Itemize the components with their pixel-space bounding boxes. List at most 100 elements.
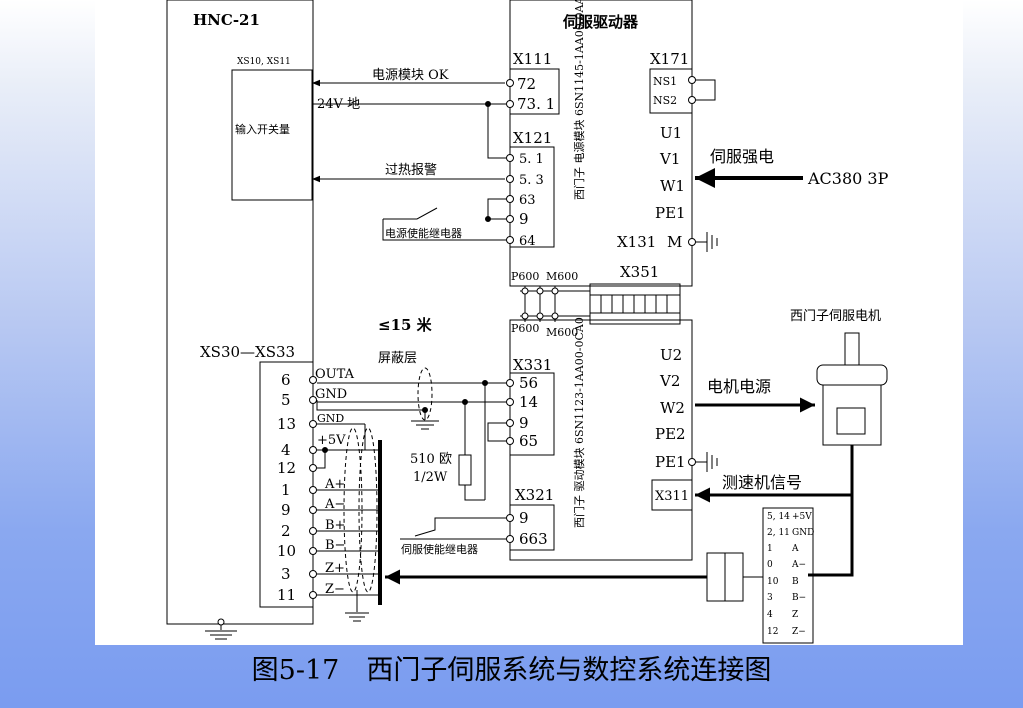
svg-text:4: 4 [281, 441, 291, 459]
cnc-title: HNC-21 [193, 11, 260, 29]
encoder-bundle [317, 423, 382, 622]
svg-text:3: 3 [281, 565, 291, 583]
svg-text:W2: W2 [660, 399, 685, 417]
cnc-pin-numbers: 6 5 13 4 12 1 9 2 10 3 11 [277, 371, 296, 604]
x111-pin-72: 72 [517, 75, 536, 93]
svg-text:56: 56 [519, 374, 538, 392]
x331-pins: 56 14 9 65 [519, 374, 538, 450]
encoder-cable [385, 445, 854, 602]
svg-text:9: 9 [519, 414, 529, 432]
psu-module-label: 西门子 电源模块 6SN1145-1AA00-0AA0 [572, 0, 586, 200]
svg-text:5. 3: 5. 3 [519, 173, 544, 188]
svg-text:B: B [792, 577, 799, 587]
svg-text:5. 1: 5. 1 [519, 152, 544, 167]
cnc-ground-symbol [205, 618, 237, 640]
svg-text:GND: GND [315, 387, 347, 402]
svg-text:2, 11: 2, 11 [767, 528, 790, 538]
svg-text:B−: B− [792, 593, 806, 603]
svg-text:9: 9 [281, 501, 291, 519]
bus-p600-bottom: P600 [511, 322, 539, 335]
svg-text:A−: A− [324, 497, 345, 512]
svg-text:11: 11 [277, 586, 296, 604]
cnc-signal-labels: OUTA GND GND +5V A+ A− B+ B− Z+ Z− [315, 367, 355, 597]
x331-label: X331 [513, 356, 552, 374]
svg-text:1: 1 [767, 544, 773, 554]
svg-text:GND: GND [792, 528, 814, 538]
x111-block [509, 68, 560, 115]
psu-power-terms: U1 V1 W1 PE1 [655, 124, 686, 222]
dc-bus-link [520, 283, 681, 325]
x311-block [651, 479, 693, 511]
svg-text:10: 10 [277, 542, 296, 560]
svg-text:U2: U2 [660, 346, 682, 364]
svg-text:13: 13 [277, 415, 296, 433]
svg-text:B+: B+ [325, 518, 345, 533]
svg-text:+5V: +5V [317, 433, 346, 448]
svg-text:5, 14: 5, 14 [767, 512, 790, 522]
x321-pin-9: 9 [519, 509, 529, 527]
svg-text:A: A [791, 544, 799, 554]
x111-label: X111 [513, 50, 552, 68]
svg-text:U1: U1 [660, 124, 682, 142]
cnc-port-xs30: XS30—XS33 [200, 343, 295, 361]
gnd-24v-label: 24V 地 [317, 97, 360, 112]
svg-text:6: 6 [281, 371, 291, 389]
svg-text:OUTA: OUTA [315, 367, 355, 382]
x321-label: X321 [515, 486, 554, 504]
svg-text:A+: A+ [324, 477, 345, 492]
servo-relay-label: 伺服使能继电器 [401, 542, 478, 556]
x131-ground-symbol [695, 232, 718, 252]
x171-label: X171 [650, 50, 689, 68]
drive-module-label: 西门子 驱动模块 6SN1123-1AA00-0CA0 [572, 317, 586, 528]
bus-p600-top: P600 [511, 270, 539, 283]
pe1-ground-symbol [695, 452, 718, 472]
svg-text:3: 3 [767, 593, 773, 603]
svg-text:12: 12 [277, 459, 296, 477]
svg-text:W1: W1 [660, 177, 685, 195]
svg-text:V2: V2 [659, 372, 680, 390]
cnc-port-xs10: XS10, XS11 [237, 57, 291, 67]
svg-text:Z+: Z+ [325, 561, 345, 576]
svg-text:1: 1 [281, 481, 291, 499]
svg-text:Z: Z [792, 610, 798, 620]
svg-text:V1: V1 [659, 150, 680, 168]
shield-label: 屏蔽层 [378, 351, 417, 366]
pinout-left: 5, 14 2, 11 1 0 10 3 4 12 [767, 512, 790, 637]
motor-symbol [816, 332, 888, 446]
svg-text:64: 64 [519, 234, 536, 249]
svg-text:PE1: PE1 [655, 204, 686, 222]
tach-label: 测速机信号 [722, 473, 802, 492]
svg-text:5: 5 [281, 391, 291, 409]
psu-relay-label: 电源使能继电器 [385, 226, 462, 240]
x321-block [509, 504, 555, 551]
svg-text:0: 0 [767, 560, 773, 570]
figure-caption: 图5-17 西门子伺服系统与数控系统连接图 [251, 655, 772, 686]
cnc-pin-terminals [309, 376, 317, 599]
svg-text:Z−: Z− [792, 627, 806, 637]
servo-relay-wires [400, 517, 506, 540]
x111-pin-73: 73. 1 [517, 95, 555, 113]
svg-text:+5V: +5V [792, 512, 812, 522]
ac380-label: AC380 3P [807, 169, 889, 188]
svg-text:12: 12 [767, 627, 778, 637]
drive-motor-terms: U2 V2 W2 PE2 PE1 [655, 346, 686, 471]
x311-label: X311 [655, 489, 689, 504]
svg-text:Z−: Z− [325, 582, 345, 597]
motor-label: 西门子伺服电机 [790, 309, 881, 324]
svg-text:PE1: PE1 [655, 453, 686, 471]
x131-m: M [667, 233, 682, 251]
encoder-connector [259, 361, 314, 608]
resistor-label: 510 欧 [410, 452, 452, 467]
svg-text:GND: GND [317, 412, 344, 425]
overheat-label: 过热报警 [385, 162, 437, 178]
x121-pins: 5. 1 5. 3 63 9 64 [519, 152, 544, 249]
resistor-watt-label: 1/2W [413, 470, 448, 485]
psu-signal-wires [312, 79, 506, 241]
svg-text:10: 10 [767, 577, 779, 587]
svg-text:4: 4 [767, 610, 773, 620]
x331-signal-wires [316, 367, 506, 501]
motor-power-label: 电机电源 [707, 377, 771, 396]
x321-pin-663: 663 [519, 530, 548, 548]
x131-label: X131 [617, 233, 656, 251]
svg-text:14: 14 [519, 393, 538, 411]
